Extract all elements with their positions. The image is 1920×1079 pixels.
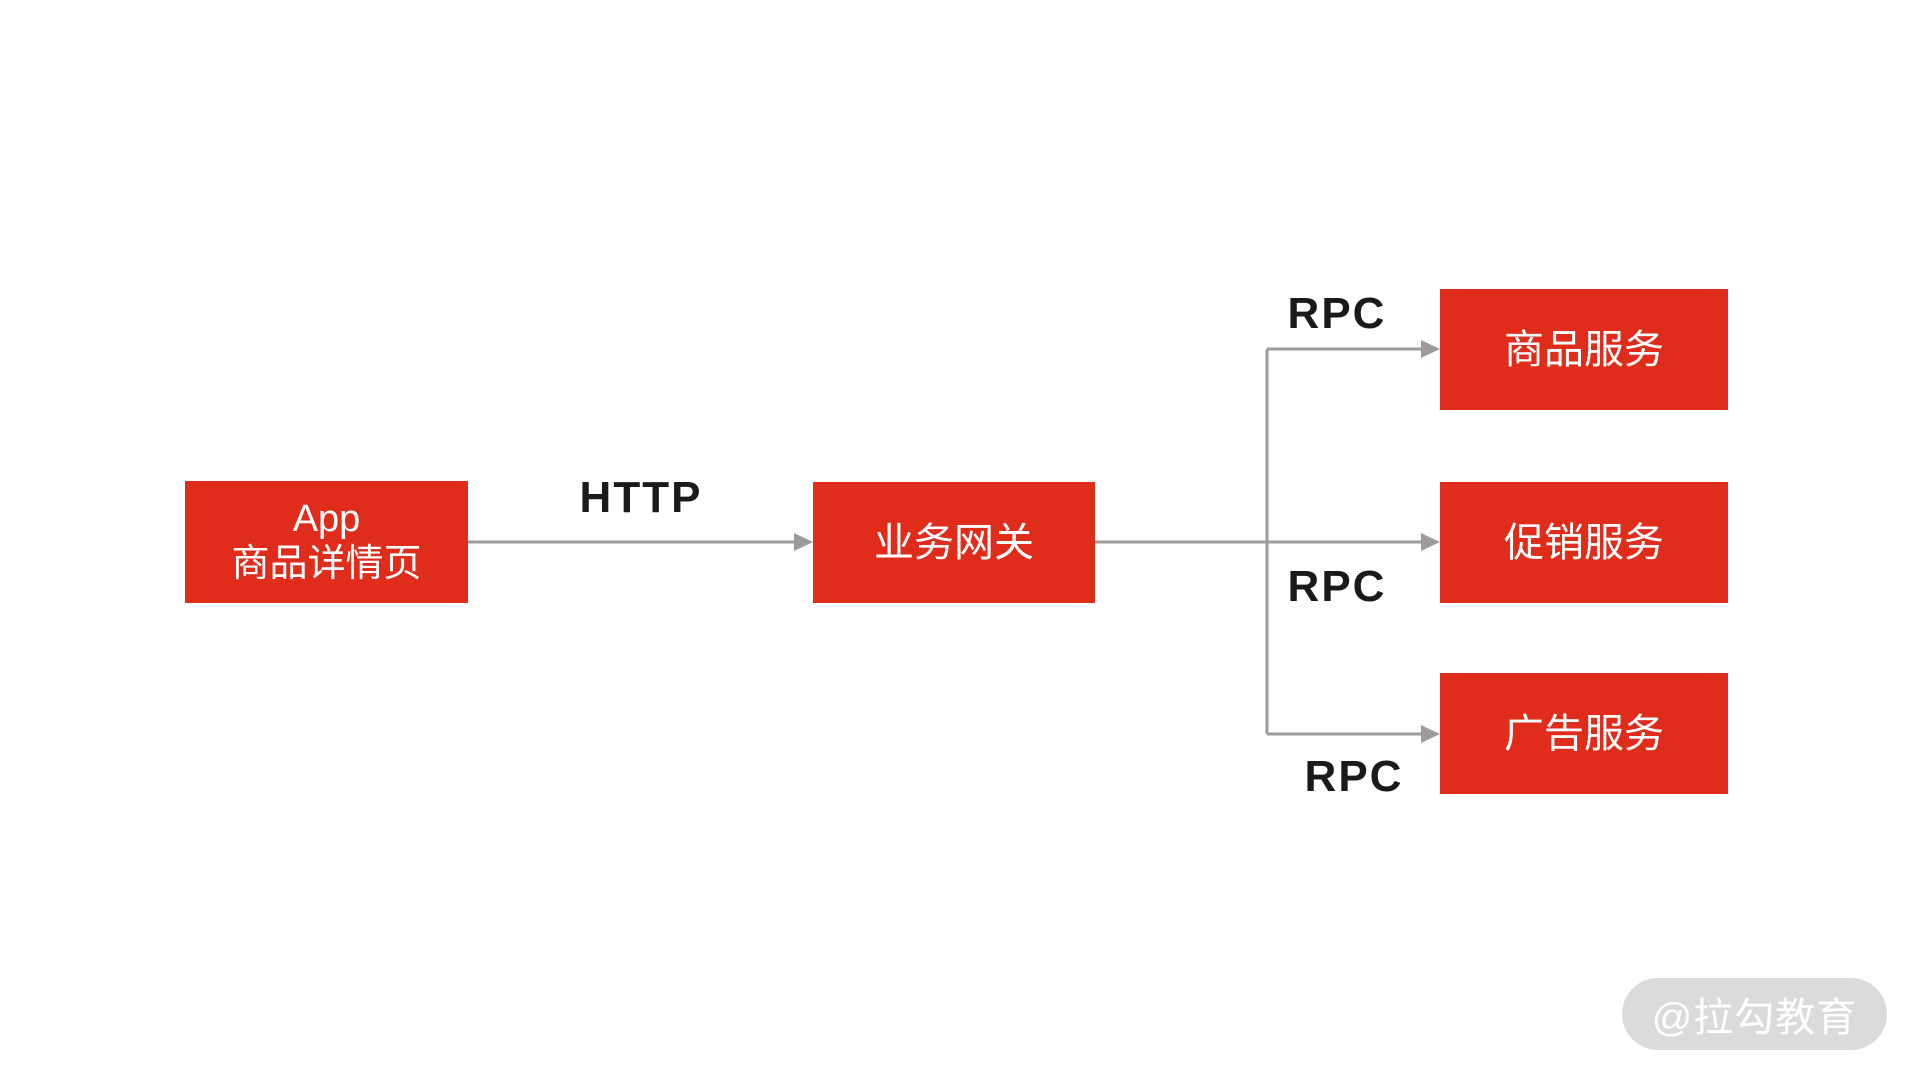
arrowhead-to-gateway	[794, 533, 813, 551]
node-business-gateway: 业务网关	[813, 482, 1095, 603]
edge-label-rpc-top: RPC	[1287, 289, 1387, 338]
node-ad-label: 广告服务	[1504, 711, 1664, 756]
node-promotion-label: 促销服务	[1504, 520, 1664, 565]
node-product-service: 商品服务	[1440, 289, 1728, 410]
arrowhead-to-promotion	[1421, 533, 1440, 551]
arrowhead-to-ad	[1421, 725, 1440, 743]
node-gateway-label: 业务网关	[874, 520, 1034, 565]
node-ad-service: 广告服务	[1440, 673, 1728, 794]
watermark-text: @拉勾教育	[1651, 996, 1858, 1040]
node-app-line1: App	[292, 498, 361, 541]
watermark-badge: @拉勾教育	[1622, 978, 1887, 1050]
edge-label-rpc-bottom: RPC	[1304, 752, 1404, 801]
node-promotion-service: 促销服务	[1440, 482, 1728, 603]
edge-label-http: HTTP	[579, 473, 703, 522]
node-app-line2: 商品详情页	[231, 543, 422, 585]
node-app-detail-page: App 商品详情页	[185, 481, 468, 603]
edge-label-rpc-middle: RPC	[1287, 562, 1387, 611]
node-product-label: 商品服务	[1504, 327, 1664, 372]
arrowhead-to-product	[1421, 340, 1440, 358]
